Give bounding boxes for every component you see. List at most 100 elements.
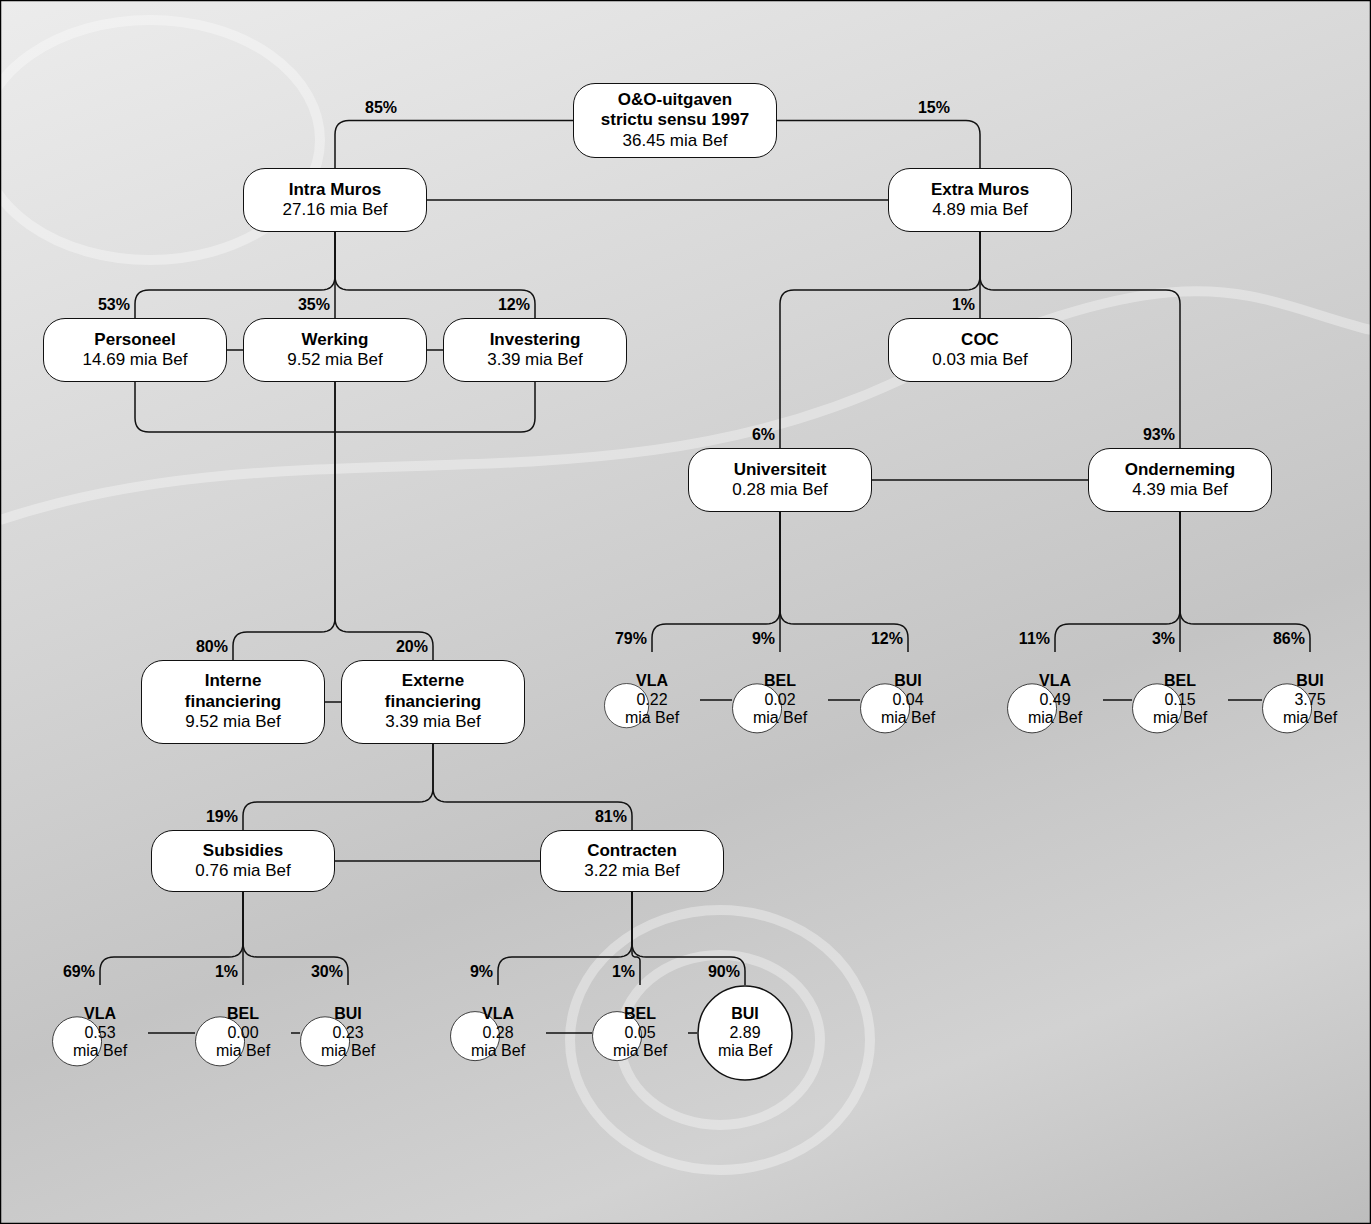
node-heading: BUI bbox=[894, 672, 922, 691]
branch-line bbox=[148, 1032, 195, 1034]
region-circle: VLA0.28 mia Bef bbox=[450, 985, 546, 1081]
node-amount: 4.39 mia Bef bbox=[1132, 480, 1227, 500]
region-circle: BUI3.75 mia Bef bbox=[1262, 652, 1358, 748]
share-percentage: 90% bbox=[708, 964, 740, 980]
node-amount: 9.52 mia Bef bbox=[287, 350, 382, 370]
category-box: Interne financiering9.52 mia Bef bbox=[141, 660, 325, 744]
share-percentage: 12% bbox=[498, 297, 530, 313]
share-percentage: 30% bbox=[311, 964, 343, 980]
share-percentage: 9% bbox=[470, 964, 493, 980]
region-circle: BEL0.02 mia Bef bbox=[732, 652, 828, 748]
category-box: Investering3.39 mia Bef bbox=[443, 318, 627, 382]
branch-line bbox=[227, 349, 243, 351]
node-amount: 0.05 mia Bef bbox=[610, 1024, 670, 1062]
node-amount: 36.45 mia Bef bbox=[623, 131, 728, 151]
node-amount: 0.00 mia Bef bbox=[213, 1024, 273, 1062]
branch-line bbox=[325, 701, 341, 703]
branch-line bbox=[780, 512, 908, 652]
node-heading: O&O-uitgaven strictu sensu 1997 bbox=[600, 90, 750, 131]
branch-line bbox=[233, 382, 335, 660]
node-amount: 3.39 mia Bef bbox=[487, 350, 582, 370]
share-percentage: 69% bbox=[63, 964, 95, 980]
node-amount: 3.75 mia Bef bbox=[1280, 691, 1340, 729]
node-amount: 0.03 mia Bef bbox=[932, 350, 1027, 370]
share-percentage: 19% bbox=[206, 809, 238, 825]
region-circle: BUI0.23 mia Bef bbox=[300, 985, 396, 1081]
node-heading: BEL bbox=[624, 1005, 656, 1024]
branch-line bbox=[700, 699, 732, 701]
node-amount: 0.28 mia Bef bbox=[468, 1024, 528, 1062]
share-percentage: 3% bbox=[1152, 631, 1175, 647]
node-heading: VLA bbox=[636, 672, 668, 691]
node-heading: BUI bbox=[334, 1005, 362, 1024]
node-heading: BEL bbox=[764, 672, 796, 691]
node-heading: BUI bbox=[1296, 672, 1324, 691]
branch-line bbox=[243, 892, 348, 985]
category-box: Intra Muros27.16 mia Bef bbox=[243, 168, 427, 232]
branch-line bbox=[777, 121, 980, 168]
category-box: Extra Muros4.89 mia Bef bbox=[888, 168, 1072, 232]
node-heading: Onderneming bbox=[1125, 460, 1236, 480]
node-amount: 0.28 mia Bef bbox=[732, 480, 827, 500]
category-box: Contracten3.22 mia Bef bbox=[540, 830, 724, 892]
region-circle: BUI2.89 mia Bef bbox=[697, 985, 793, 1081]
background-streak bbox=[0, 291, 1371, 520]
node-heading: BEL bbox=[227, 1005, 259, 1024]
node-heading: Investering bbox=[490, 330, 581, 350]
share-percentage: 53% bbox=[98, 297, 130, 313]
region-circle: BEL0.00 mia Bef bbox=[195, 985, 291, 1081]
share-percentage: 1% bbox=[952, 297, 975, 313]
node-amount: 9.52 mia Bef bbox=[185, 712, 280, 732]
branch-line bbox=[427, 199, 888, 201]
node-amount: 0.02 mia Bef bbox=[750, 691, 810, 729]
branch-line bbox=[427, 349, 443, 351]
branch-line bbox=[688, 1032, 697, 1034]
share-percentage: 35% bbox=[298, 297, 330, 313]
branch-line bbox=[632, 892, 745, 985]
category-box: Externe financiering3.39 mia Bef bbox=[341, 660, 525, 744]
background-texture bbox=[0, 20, 1371, 1170]
branch-line bbox=[335, 382, 433, 660]
share-percentage: 85% bbox=[365, 100, 397, 116]
node-heading: Extra Muros bbox=[931, 180, 1029, 200]
branch-line bbox=[335, 121, 573, 168]
share-percentage: 1% bbox=[215, 964, 238, 980]
category-box: Onderneming4.39 mia Bef bbox=[1088, 448, 1272, 512]
node-heading: COC bbox=[961, 330, 999, 350]
share-percentage: 9% bbox=[752, 631, 775, 647]
region-circle: VLA0.53 mia Bef bbox=[52, 985, 148, 1081]
share-percentage: 6% bbox=[752, 427, 775, 443]
node-amount: 14.69 mia Bef bbox=[83, 350, 188, 370]
branch-line bbox=[335, 860, 540, 862]
node-amount: 0.76 mia Bef bbox=[195, 861, 290, 881]
region-circle: BUI0.04 mia Bef bbox=[860, 652, 956, 748]
category-box: O&O-uitgaven strictu sensu 199736.45 mia… bbox=[573, 83, 777, 158]
branch-line bbox=[335, 232, 535, 318]
branch-line bbox=[135, 232, 335, 318]
branch-line bbox=[872, 479, 1088, 481]
branch-line bbox=[828, 699, 860, 701]
node-amount: 2.89 mia Bef bbox=[715, 1024, 775, 1062]
node-heading: Personeel bbox=[94, 330, 175, 350]
node-amount: 4.89 mia Bef bbox=[932, 200, 1027, 220]
node-amount: 0.49 mia Bef bbox=[1025, 691, 1085, 729]
category-box: Subsidies0.76 mia Bef bbox=[151, 830, 335, 892]
category-box: Werking9.52 mia Bef bbox=[243, 318, 427, 382]
node-amount: 0.53 mia Bef bbox=[70, 1024, 130, 1062]
node-amount: 0.22 mia Bef bbox=[622, 691, 682, 729]
node-heading: Intra Muros bbox=[289, 180, 382, 200]
node-amount: 0.04 mia Bef bbox=[878, 691, 938, 729]
branch-line bbox=[100, 892, 243, 985]
region-circle: VLA0.49 mia Bef bbox=[1007, 652, 1103, 748]
node-amount: 27.16 mia Bef bbox=[283, 200, 388, 220]
share-percentage: 86% bbox=[1273, 631, 1305, 647]
node-amount: 3.39 mia Bef bbox=[385, 712, 480, 732]
branch-line bbox=[1055, 512, 1180, 652]
node-heading: BUI bbox=[731, 1005, 759, 1024]
node-heading: VLA bbox=[84, 1005, 116, 1024]
branch-line bbox=[243, 744, 433, 830]
branch-line bbox=[433, 744, 632, 830]
branch-line bbox=[546, 1032, 592, 1034]
